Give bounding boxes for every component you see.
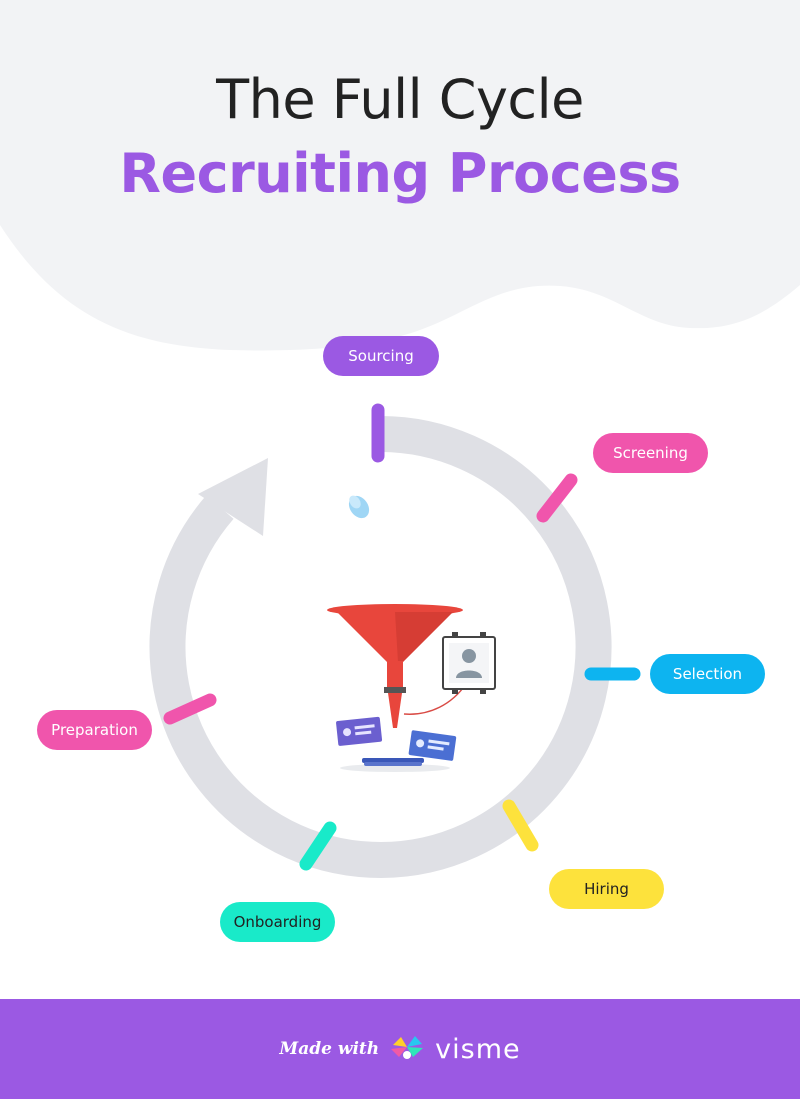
marker-onboarding xyxy=(299,821,337,871)
marker-hiring xyxy=(502,799,539,852)
header-background xyxy=(0,0,800,351)
brand-name: visme xyxy=(435,1033,521,1065)
marker-preparation xyxy=(163,693,217,725)
stage-hiring: Hiring xyxy=(549,869,664,909)
capsule-decoration-icon xyxy=(348,495,370,519)
made-with-text: Made with xyxy=(279,1039,380,1059)
marker-screening xyxy=(536,473,578,523)
stage-onboarding: Onboarding xyxy=(220,902,335,942)
cycle-arrowhead xyxy=(198,458,268,536)
footer: Made with visme xyxy=(0,999,800,1099)
stage-preparation: Preparation xyxy=(37,710,152,750)
title-line-2: Recruiting Process xyxy=(119,142,681,205)
stage-selection: Selection xyxy=(650,654,765,694)
recruiting-funnel-icon xyxy=(327,604,496,772)
title-line-1: The Full Cycle xyxy=(216,68,584,131)
stage-sourcing: Sourcing xyxy=(323,336,439,376)
visme-logo-icon xyxy=(391,1036,424,1059)
stage-screening: Screening xyxy=(593,433,708,473)
